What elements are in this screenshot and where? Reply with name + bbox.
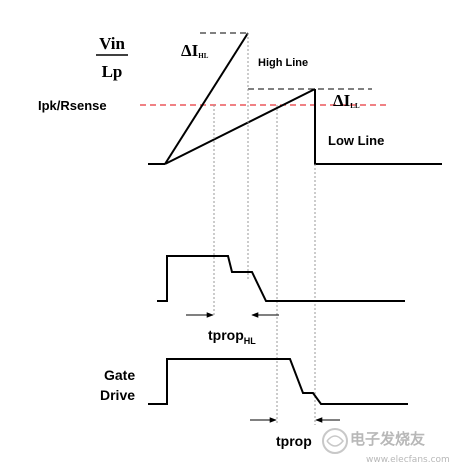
watermark-url: www.elecfans.com	[366, 455, 450, 465]
low-line-current-ramp	[164, 88, 316, 165]
high-line-label: High Line	[258, 57, 308, 69]
watermark-cn: 电子发烧友	[350, 430, 425, 448]
high-line-current-ramp	[164, 32, 249, 165]
tprop-hl-label: tpropHL	[208, 327, 256, 346]
gate-drive-label-line2: Drive	[100, 387, 135, 403]
slope-numerator-label: Vin	[99, 34, 125, 53]
tprop-ll-label: tprop	[276, 433, 312, 449]
slope-denominator-label: Lp	[102, 62, 123, 81]
threshold-label: Ipk/Rsense	[38, 98, 107, 113]
delta-i-low-line-label: ΔILL	[333, 91, 360, 110]
watermark: 电子发烧友 www.elecfans.com	[322, 428, 450, 465]
high-line-gate-waveform	[157, 255, 405, 302]
delta-i-high-line-label: ΔIHL	[181, 41, 209, 60]
gate-drive-waveform	[148, 358, 408, 405]
gate-drive-label-line1: Gate	[104, 367, 135, 383]
low-line-label: Low Line	[328, 133, 384, 148]
watermark-logo-icon	[322, 428, 348, 454]
